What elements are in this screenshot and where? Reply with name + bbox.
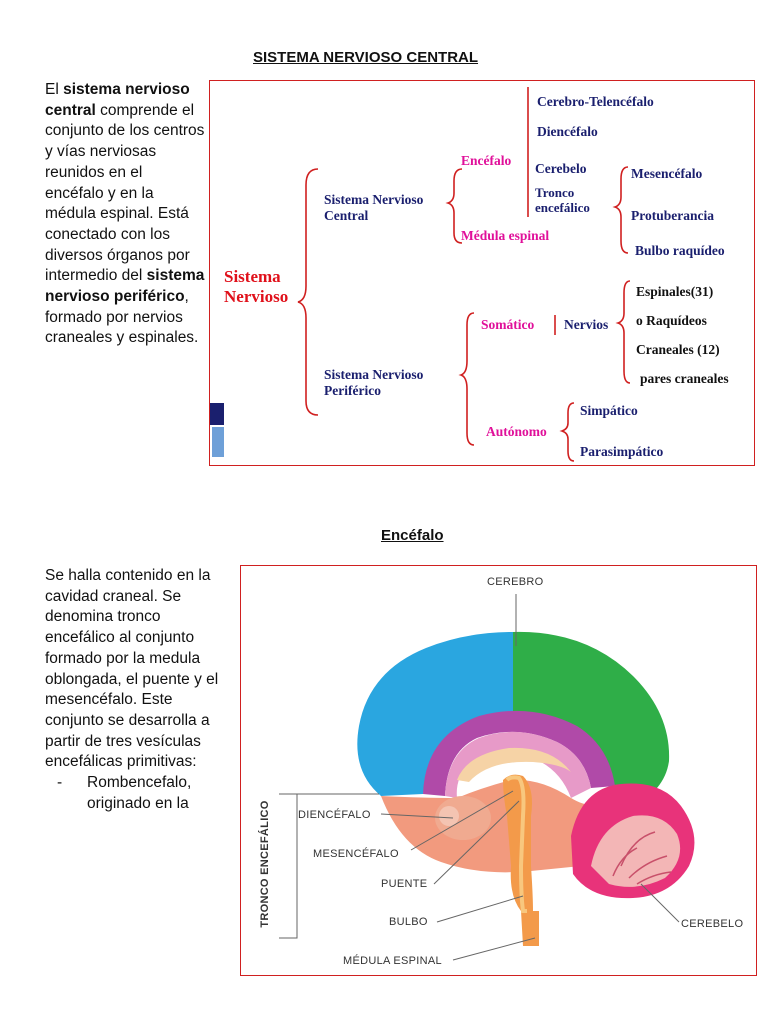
intro-bold-2: sistema nervioso periférico [45, 267, 205, 306]
diagram-simpatico: Simpático [580, 403, 638, 418]
brain-illustration: CEREBRO DIENCÉFALO MESENCÉFALO PUENTE BU… [240, 565, 757, 976]
diagram-craneales: Craneales (12) [636, 342, 720, 357]
diagram-pares: pares craneales [640, 371, 729, 386]
brain-drawing [279, 594, 695, 961]
bullet-text: Rombencefalo, originado en la [87, 774, 192, 812]
diagram-nervios: Nervios [564, 317, 609, 332]
label-bulbo: BULBO [389, 916, 428, 928]
diagram-diencefalo: Diencéfalo [537, 124, 598, 139]
label-puente: PUENTE [381, 878, 428, 890]
diagram-medula-label: Médula espinal [461, 228, 550, 243]
label-cerebro: CEREBRO [487, 576, 544, 588]
intro-text-2: comprende el conjunto de los centros y v… [45, 101, 205, 285]
diagram-mesencefalo: Mesencéfalo [631, 166, 703, 181]
section-title-snc: SISTEMA NERVIOSO CENTRAL [253, 49, 479, 66]
diagram-bulbo: Bulbo raquídeo [635, 243, 725, 258]
watermark-logo [210, 403, 226, 463]
diagram-tronco: Tronco encefálico [535, 185, 590, 215]
diagram-espinales: Espinales(31) [636, 284, 714, 299]
intro-text-3: , formado por nervios craneales y espina… [45, 288, 199, 347]
encefalo-paragraph: Se halla contenido en la cavidad craneal… [45, 566, 227, 814]
label-tronco-encefalico: TRONCO ENCEFÁLICO [259, 800, 271, 928]
diagram-braces [297, 87, 631, 462]
intro-text-1: El [45, 81, 64, 98]
diagram-cerebelo: Cerebelo [535, 161, 587, 176]
label-mesencefalo: MESENCÉFALO [313, 848, 399, 860]
diagram-autonomo: Autónomo [486, 424, 547, 439]
intro-bold-1: sistema nervioso central [45, 81, 190, 119]
diagram-protuberancia: Protuberancia [631, 208, 714, 223]
label-diencefalo: DIENCÉFALO [298, 809, 371, 821]
diagram-snc-label: Sistema Nervioso Central [324, 192, 424, 223]
diagram-raquideos: o Raquídeos [636, 313, 707, 328]
diagram-encefalo-label: Encéfalo [461, 153, 512, 168]
encefalo-text: Se halla contenido en la cavidad craneal… [45, 567, 219, 771]
diagram-parasimpatico: Parasimpático [580, 444, 664, 459]
diagram-cerebro-telencefalo: Cerebro-Telencéfalo [537, 94, 654, 109]
bullet-item: - Rombencefalo, originado en la [45, 773, 227, 814]
snc-intro-paragraph: El sistema nervioso central comprende el… [45, 80, 205, 349]
diagram-somatico: Somático [481, 317, 535, 332]
bullet-dash: - [57, 774, 63, 792]
label-cerebelo: CEREBELO [681, 918, 744, 930]
diagram-snp-label: Sistema Nervioso Periférico [324, 367, 424, 398]
label-medula: MÉDULA ESPINAL [343, 955, 442, 967]
nervous-system-diagram: Sistema Nervioso Sistema Nervioso Centra… [209, 80, 755, 466]
section-title-encefalo: Encéfalo [381, 527, 444, 544]
diagram-root-label: Sistema Nervioso [224, 267, 289, 306]
